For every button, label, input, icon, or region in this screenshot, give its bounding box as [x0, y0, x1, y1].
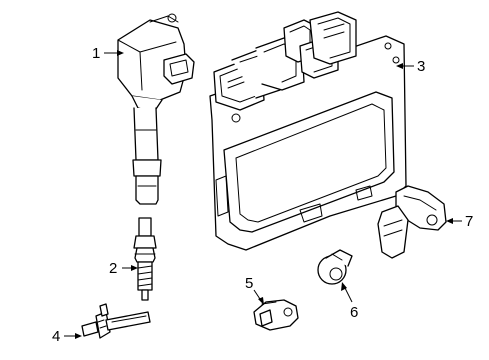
callout-6: 6	[350, 304, 358, 321]
spark-plug-part	[133, 217, 157, 301]
callout-4: 4	[52, 328, 60, 345]
crank-sensor-part	[253, 299, 299, 331]
ignition-coil-part	[117, 13, 195, 205]
callout-5: 5	[245, 275, 253, 292]
leader-lines	[64, 50, 462, 339]
callout-2: 2	[109, 260, 117, 277]
cam-sensor-part	[377, 185, 447, 259]
ecu-module-part	[209, 11, 407, 251]
callout-labels: 1 2 3 4 5 6 7	[52, 45, 473, 345]
knock-sensor-part	[317, 249, 353, 285]
callout-1: 1	[92, 45, 100, 62]
callout-3: 3	[417, 58, 425, 75]
sensor-bracket-part	[81, 303, 151, 339]
callout-7: 7	[465, 213, 473, 230]
